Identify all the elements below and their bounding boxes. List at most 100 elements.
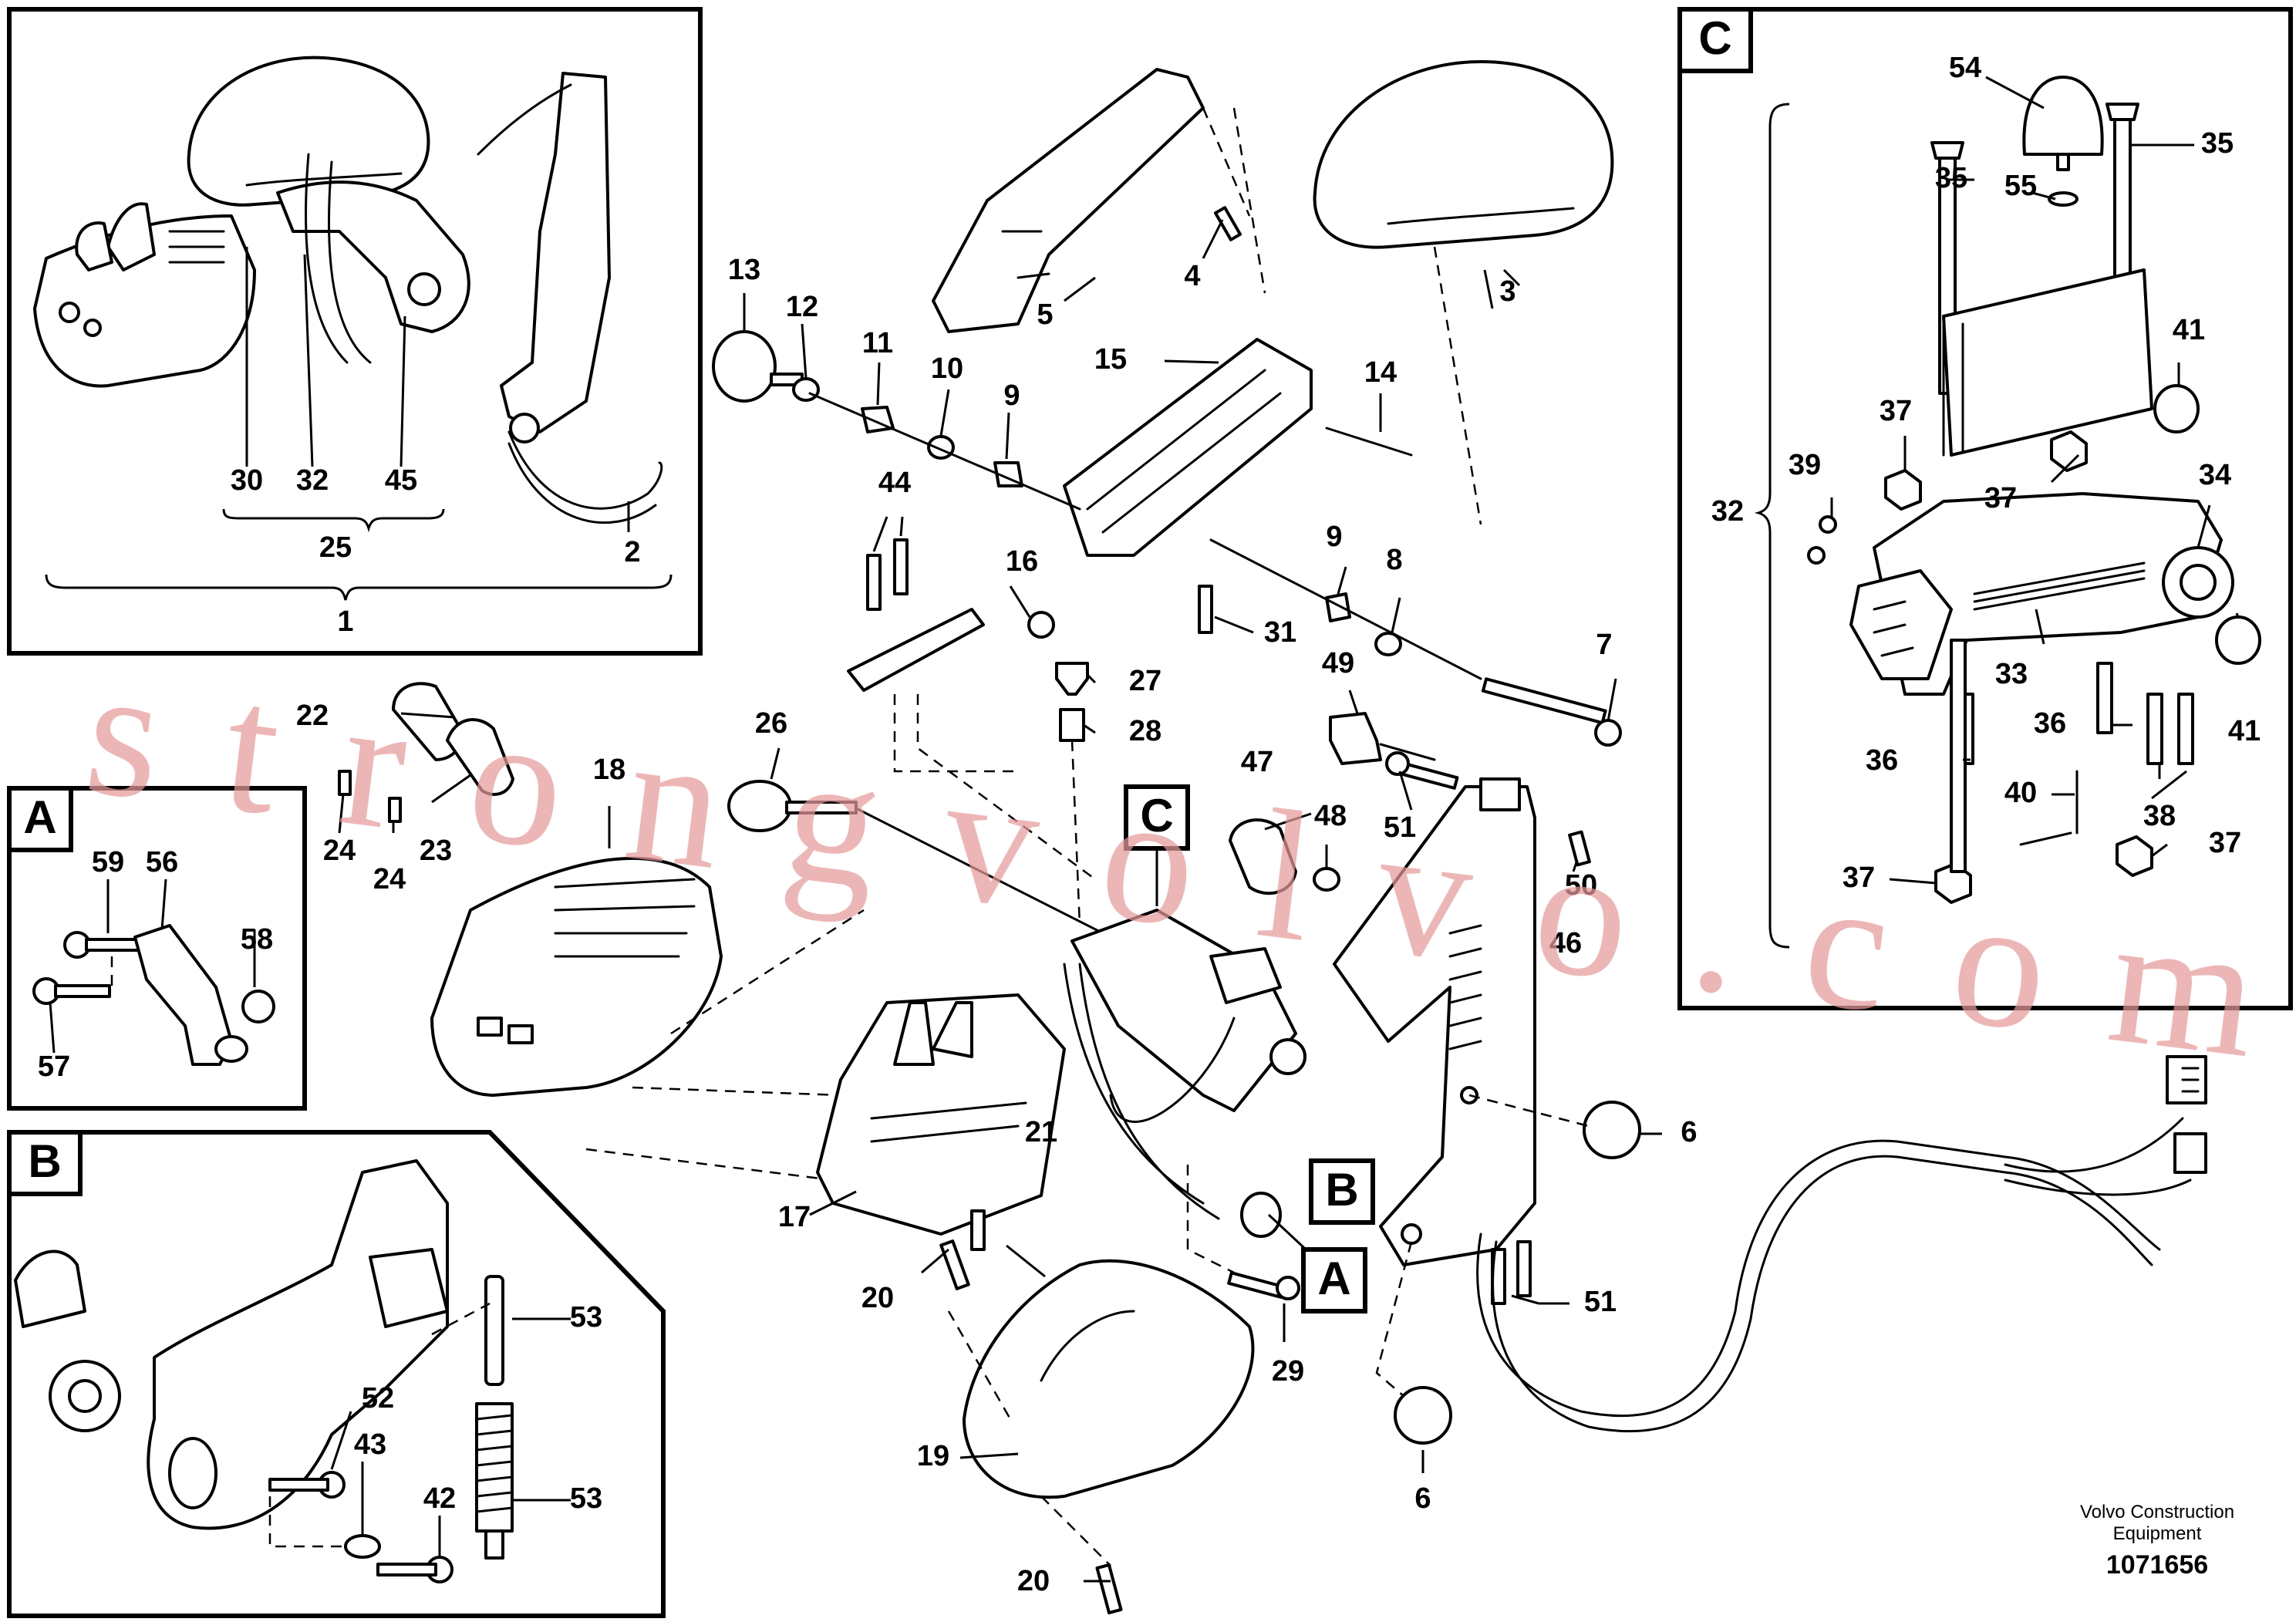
callout-56: 56	[146, 846, 178, 878]
control-housing-18-drawing	[430, 856, 723, 1097]
callout-18: 18	[593, 754, 625, 786]
callout-51-b: 51	[1584, 1286, 1617, 1318]
callout-5: 5	[1037, 298, 1053, 331]
callout-51-a: 51	[1384, 811, 1416, 844]
callout-37-c: 37	[2209, 827, 2241, 859]
inset-a-tag	[7, 786, 73, 852]
callout-24-b: 24	[373, 863, 406, 895]
callout-41-b: 41	[2228, 715, 2261, 747]
callout-32: 32	[296, 464, 329, 497]
spring-33-drawing	[1973, 561, 2146, 611]
inset-top-left-frame	[7, 7, 703, 656]
gas-spring-coil	[475, 1402, 514, 1533]
callout-7: 7	[1596, 629, 1612, 661]
callout-34: 34	[2199, 459, 2231, 491]
main-label-a: A	[1317, 1253, 1350, 1304]
callout-33: 33	[1995, 658, 2028, 690]
callout-9-a: 9	[1003, 379, 1020, 412]
armrest-cushion-drawing	[187, 56, 430, 207]
callout-43: 43	[354, 1428, 386, 1461]
callout-9-b: 9	[1326, 521, 1342, 553]
brand-line-2: Equipment	[2113, 1523, 2202, 1544]
brace-32	[1754, 103, 1790, 949]
cable-drawing	[507, 430, 663, 510]
callout-49: 49	[1322, 647, 1354, 679]
callout-15: 15	[1094, 343, 1127, 376]
callout-53-b: 53	[570, 1482, 602, 1515]
callout-37-d: 37	[1843, 862, 1875, 894]
callout-8: 8	[1386, 544, 1402, 576]
cover-19-drawing	[963, 1259, 1255, 1499]
joystick-unit-17-drawing	[816, 993, 1066, 1236]
callout-21: 21	[1025, 1116, 1057, 1148]
inset-b-tag	[7, 1130, 83, 1196]
callout-42: 42	[423, 1482, 456, 1515]
lever-23-drawing	[446, 718, 514, 796]
inset-a-label: A	[23, 791, 56, 843]
callout-28: 28	[1129, 715, 1161, 747]
callout-25: 25	[319, 531, 352, 564]
armrest-body-drawing	[1063, 338, 1313, 557]
callout-52: 52	[362, 1382, 394, 1415]
inset-a-frame	[7, 786, 307, 1111]
main-tag-a	[1301, 1247, 1367, 1313]
drawing-number: 1071656	[2106, 1550, 2208, 1580]
callout-39: 39	[1789, 449, 1821, 481]
callout-58: 58	[241, 923, 273, 956]
callout-31: 31	[1264, 616, 1296, 649]
brand-line-1: Volvo Construction	[2080, 1502, 2234, 1523]
callout-54: 54	[1949, 52, 1981, 84]
callout-17: 17	[778, 1201, 811, 1233]
inset-b: B 52 43 42 53 53	[7, 1130, 666, 1618]
callout-37-b: 37	[1984, 482, 2017, 514]
callout-14: 14	[1364, 356, 1397, 389]
callout-57: 57	[38, 1050, 70, 1083]
bumper-54-drawing	[2022, 76, 2104, 156]
callout-11: 11	[862, 327, 893, 359]
cushion-3-drawing	[1313, 60, 1614, 249]
callout-10: 10	[931, 352, 963, 385]
callout-45: 45	[385, 464, 417, 497]
inset-c-label: C	[1698, 12, 1731, 64]
callout-41-a: 41	[2173, 314, 2205, 346]
main-exploded-view: C B A 13 12 11 10 9 4 5 15 14 3 31 9 8 7…	[296, 60, 2207, 1615]
callout-59: 59	[92, 846, 124, 878]
callout-44: 44	[878, 467, 911, 499]
callout-53-a: 53	[570, 1301, 602, 1334]
main-label-c: C	[1140, 790, 1173, 841]
callout-29: 29	[1272, 1355, 1304, 1388]
inset-c-frame	[1677, 7, 2293, 1010]
lever-22-drawing	[392, 682, 464, 761]
brace-1	[45, 574, 673, 601]
callout-50: 50	[1565, 869, 1597, 902]
callout-37-a: 37	[1880, 395, 1912, 427]
inset-c-tag	[1677, 7, 1753, 73]
callout-55: 55	[2004, 170, 2037, 202]
callout-1: 1	[337, 605, 353, 638]
callout-36-b: 36	[1866, 744, 1898, 777]
inset-c: C	[1677, 7, 2293, 1010]
callout-27: 27	[1129, 665, 1161, 697]
callout-2: 2	[624, 536, 640, 568]
callout-19: 19	[917, 1440, 949, 1472]
callout-22: 22	[296, 700, 329, 732]
callout-35-b: 35	[1935, 162, 1967, 194]
callout-4: 4	[1184, 260, 1200, 292]
callout-48: 48	[1314, 800, 1347, 832]
footer: Volvo Construction Equipment 1071656	[2080, 1502, 2234, 1580]
callout-40: 40	[2004, 777, 2037, 809]
callout-35-a: 35	[2201, 127, 2234, 160]
callout-32-b: 32	[1711, 495, 1744, 528]
inset-b-frame	[7, 1130, 666, 1618]
callout-6-a: 6	[1681, 1116, 1697, 1148]
callout-13: 13	[728, 254, 760, 286]
callout-20-b: 20	[1017, 1565, 1050, 1597]
inset-b-label: B	[28, 1135, 61, 1187]
side-bracket-drawing	[500, 72, 611, 433]
callout-23: 23	[420, 835, 452, 867]
knob-26-drawing	[727, 780, 792, 832]
connector-drawing	[2166, 1055, 2207, 1104]
callout-30: 30	[231, 464, 263, 497]
main-tag-c	[1124, 784, 1190, 851]
